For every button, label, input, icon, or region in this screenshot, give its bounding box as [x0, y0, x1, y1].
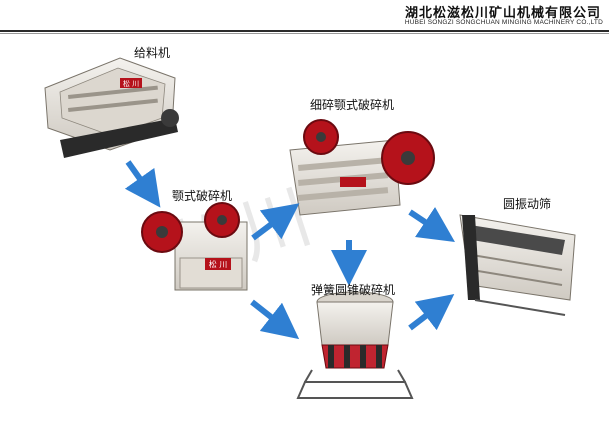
feeder-machine: 松 川: [45, 58, 179, 158]
arrow-cone-to-screen: [410, 305, 440, 328]
fine-jaw-crusher-machine: [290, 120, 434, 215]
jaw-crusher-plate-text: 松 川: [209, 259, 228, 269]
arrow-jaw-to-cone: [252, 302, 285, 328]
vibrating-screen-machine: [460, 215, 575, 315]
spring-cone-crusher-machine: [298, 292, 412, 398]
feeder-plate-text: 松 川: [123, 79, 139, 88]
label-jaw-crusher: 颚式破碎机: [172, 187, 232, 204]
label-vibrating-screen: 圆振动筛: [503, 195, 551, 212]
label-feeder: 给料机: [134, 44, 170, 61]
arrow-feeder-to-jaw: [128, 162, 150, 193]
jaw-crusher-machine: 松 川: [142, 203, 247, 290]
label-fine-jaw-crusher: 细碎颚式破碎机: [310, 96, 394, 113]
arrow-fine-jaw-to-screen: [410, 212, 440, 232]
arrow-jaw-to-fine-jaw: [253, 214, 285, 238]
label-spring-cone-crusher: 弹簧圆锥破碎机: [311, 281, 395, 298]
